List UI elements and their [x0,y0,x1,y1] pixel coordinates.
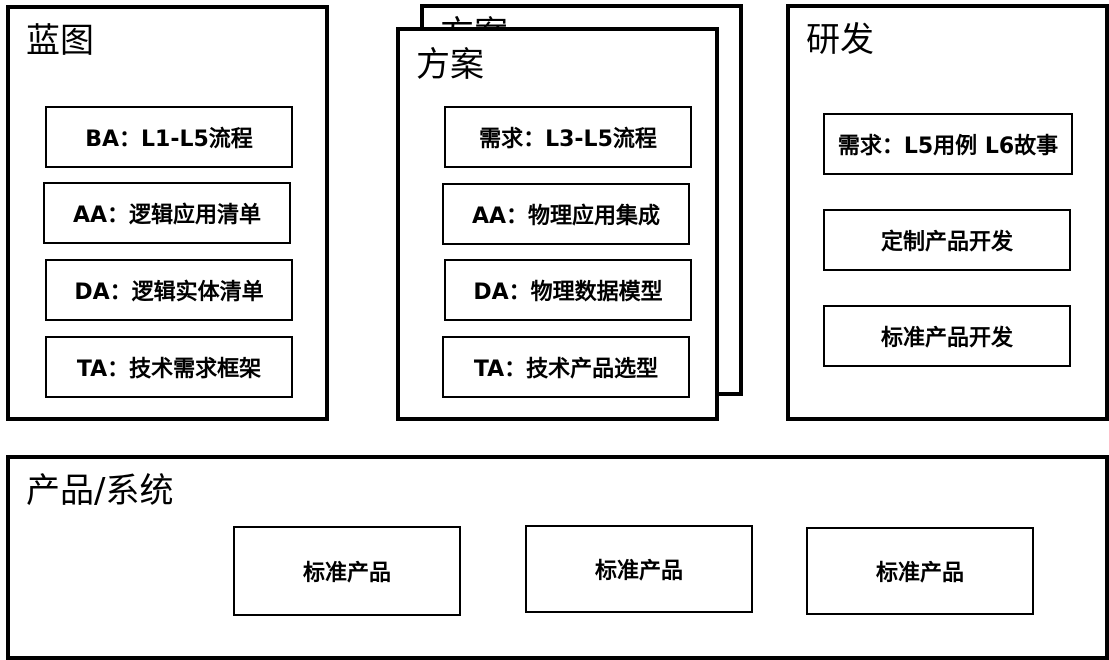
blueprint-aa-box: AA：逻辑应用清单 [43,182,291,244]
solution-ta-box: TA：技术产品选型 [442,336,690,398]
product-system-panel: 产品/系统 标准产品 标准产品 标准产品 [6,455,1109,660]
solution-title: 方案 [416,45,484,85]
rnd-custom-dev-box: 定制产品开发 [823,209,1071,271]
solution-da-box: DA：物理数据模型 [444,259,692,321]
solution-panel: 方案 需求：L3-L5流程 AA：物理应用集成 DA：物理数据模型 TA：技术产… [396,27,719,421]
blueprint-title: 蓝图 [26,21,94,61]
rnd-title: 研发 [806,20,874,60]
blueprint-ba-box: BA：L1-L5流程 [45,106,293,168]
blueprint-panel: 蓝图 BA：L1-L5流程 AA：逻辑应用清单 DA：逻辑实体清单 TA：技术需… [6,5,329,421]
rnd-req-box: 需求：L5用例 L6故事 [823,113,1073,175]
rnd-standard-dev-box: 标准产品开发 [823,305,1071,367]
solution-aa-box: AA：物理应用集成 [442,183,690,245]
blueprint-da-box: DA：逻辑实体清单 [45,259,293,321]
product-standard-box-1: 标准产品 [233,526,461,616]
product-standard-box-3: 标准产品 [806,527,1034,615]
blueprint-ta-box: TA：技术需求框架 [45,336,293,398]
product-system-title: 产品/系统 [26,471,174,511]
solution-req-box: 需求：L3-L5流程 [444,106,692,168]
product-standard-box-2: 标准产品 [525,525,753,613]
rnd-panel: 研发 需求：L5用例 L6故事 定制产品开发 标准产品开发 [786,4,1109,421]
